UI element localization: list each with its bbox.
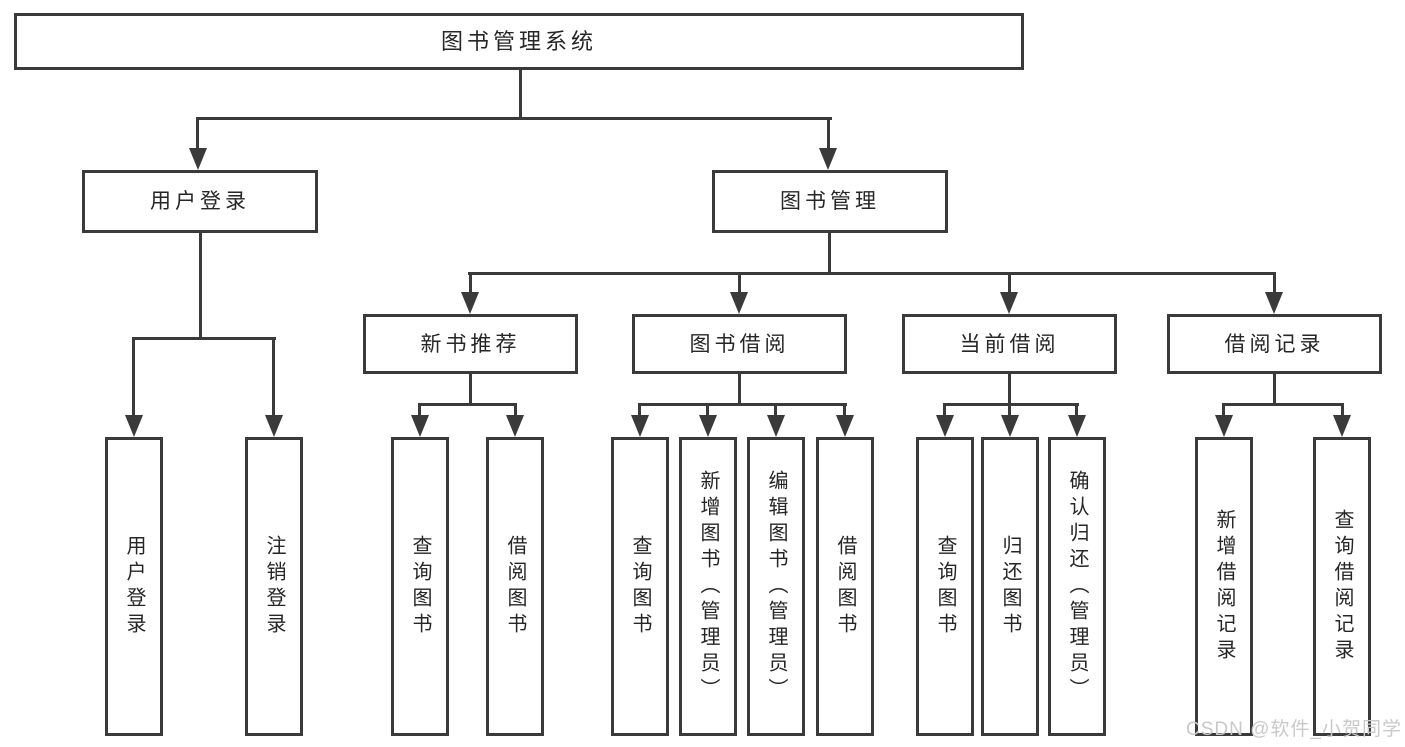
connector-line	[468, 272, 1276, 275]
leaf-borrow-books-1-label: 借阅图书	[504, 534, 526, 639]
connector-line	[519, 70, 522, 120]
leaf-user-login: 用户登录	[105, 437, 163, 736]
node-current-borrow: 当前借阅	[902, 314, 1117, 374]
node-user-login: 用户登录	[82, 170, 318, 233]
node-new-book-recommend-label: 新书推荐	[420, 332, 521, 356]
leaf-edit-books-admin: 编辑图书（管理员）	[747, 437, 805, 736]
connector-line	[1273, 374, 1276, 406]
connector-line	[638, 403, 641, 417]
arrowhead-down	[699, 415, 717, 437]
node-book-management: 图书管理	[712, 170, 948, 233]
node-borrow-records: 借阅记录	[1167, 314, 1382, 374]
connector-line	[827, 117, 830, 150]
arrowhead-down	[936, 415, 954, 437]
connector-line	[514, 403, 517, 417]
connector-line	[418, 403, 421, 417]
connector-line	[1222, 403, 1344, 406]
arrowhead-down	[730, 292, 748, 314]
arrowhead-down	[1068, 415, 1086, 437]
connector-line	[132, 337, 135, 416]
node-book-management-label: 图书管理	[780, 190, 880, 213]
csdn-watermark: CSDN @软件_小贺同学	[1186, 719, 1402, 740]
leaf-borrow-books-1: 借阅图书	[486, 437, 544, 736]
leaf-add-books-admin: 新增图书（管理员）	[679, 437, 737, 736]
connector-line	[738, 272, 741, 294]
node-current-borrow-label: 当前借阅	[959, 332, 1060, 356]
node-borrow-records-label: 借阅记录	[1224, 332, 1325, 356]
connector-line	[943, 403, 1079, 406]
arrowhead-down	[1265, 292, 1283, 314]
connector-line	[132, 337, 276, 340]
leaf-borrow-books-2: 借阅图书	[816, 437, 874, 736]
leaf-borrow-books-2-label: 借阅图书	[834, 534, 856, 639]
connector-line	[199, 233, 202, 340]
connector-line	[196, 117, 832, 120]
leaf-logout-label: 注销登录	[263, 534, 285, 639]
leaf-query-books-2-label: 查询图书	[629, 534, 651, 639]
arrowhead-down	[1000, 292, 1018, 314]
connector-line	[272, 337, 275, 416]
node-book-borrow-label: 图书借阅	[689, 332, 790, 356]
leaf-add-borrow-record-label: 新增借阅记录	[1213, 508, 1235, 665]
connector-line	[1008, 374, 1011, 406]
arrowhead-down	[819, 148, 837, 170]
connector-line	[738, 374, 741, 406]
leaf-query-books-3: 查询图书	[916, 437, 974, 736]
node-library-system-label: 图书管理系统	[440, 28, 597, 54]
leaf-query-borrow-record: 查询借阅记录	[1313, 437, 1371, 736]
arrowhead-down	[1215, 415, 1233, 437]
leaf-return-books-label: 归还图书	[999, 534, 1021, 639]
connector-line	[943, 403, 946, 417]
connector-line	[638, 403, 847, 406]
leaf-edit-books-admin-label: 编辑图书（管理员）	[765, 469, 787, 704]
arrowhead-down	[265, 415, 283, 437]
arrowhead-down	[1333, 415, 1351, 437]
arrowhead-down	[189, 148, 207, 170]
leaf-user-login-label: 用户登录	[123, 534, 145, 639]
arrowhead-down	[125, 415, 143, 437]
connector-line	[1273, 272, 1276, 294]
connector-line	[1008, 403, 1011, 417]
leaf-query-books-2: 查询图书	[611, 437, 669, 736]
connector-line	[843, 403, 846, 417]
connector-line	[196, 117, 199, 150]
arrowhead-down	[767, 415, 785, 437]
leaf-query-borrow-record-label: 查询借阅记录	[1331, 508, 1353, 665]
arrowhead-down	[411, 415, 429, 437]
connector-line	[774, 403, 777, 417]
connector-line	[1075, 403, 1078, 417]
arrowhead-down	[461, 292, 479, 314]
node-book-borrow: 图书借阅	[632, 314, 847, 374]
arrowhead-down	[506, 415, 524, 437]
connector-line	[1341, 403, 1344, 417]
connector-line	[1222, 403, 1225, 417]
connector-line	[706, 403, 709, 417]
leaf-logout: 注销登录	[245, 437, 303, 736]
arrowhead-down	[631, 415, 649, 437]
connector-line	[828, 233, 831, 275]
connector-line	[418, 403, 517, 406]
node-new-book-recommend: 新书推荐	[363, 314, 578, 374]
leaf-add-borrow-record: 新增借阅记录	[1195, 437, 1253, 736]
node-user-login-label: 用户登录	[150, 190, 250, 213]
leaf-query-books-1-label: 查询图书	[409, 534, 431, 639]
connector-line	[1008, 272, 1011, 294]
connector-line	[469, 374, 472, 406]
leaf-return-books: 归还图书	[981, 437, 1039, 736]
leaf-query-books-1: 查询图书	[391, 437, 449, 736]
arrowhead-down	[836, 415, 854, 437]
leaf-add-books-admin-label: 新增图书（管理员）	[697, 469, 719, 704]
node-library-system: 图书管理系统	[14, 13, 1024, 70]
connector-line	[469, 272, 472, 294]
leaf-confirm-return-admin: 确认归还（管理员）	[1048, 437, 1106, 736]
arrowhead-down	[1001, 415, 1019, 437]
leaf-query-books-3-label: 查询图书	[934, 534, 956, 639]
leaf-confirm-return-admin-label: 确认归还（管理员）	[1066, 469, 1088, 704]
